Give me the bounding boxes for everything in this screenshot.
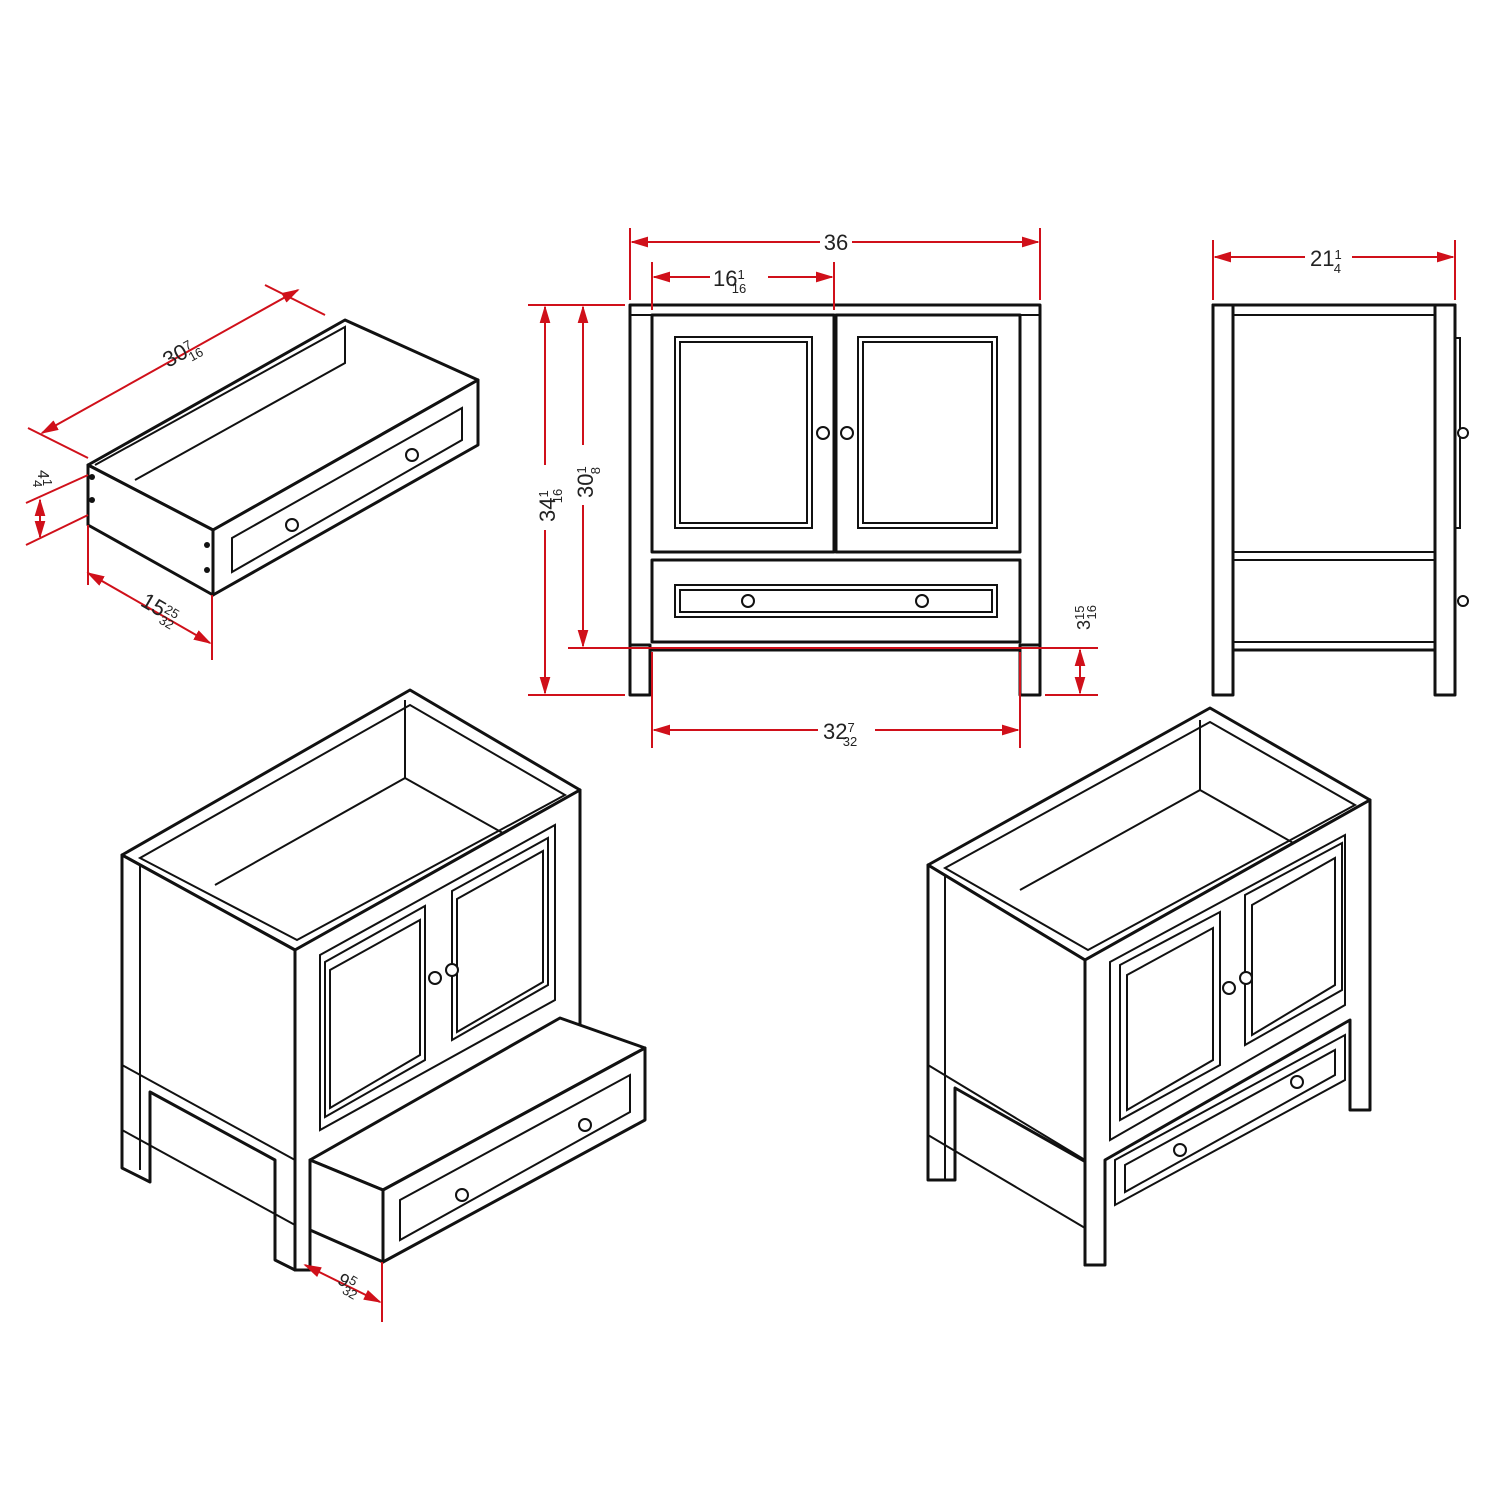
back-leg: [1211, 303, 1235, 697]
drawer-knob: [578, 1118, 592, 1132]
drawer-knob: [1290, 1075, 1304, 1089]
drawer-knob: [285, 518, 299, 532]
drawer-knob: [1173, 1143, 1187, 1157]
front-leg: [1433, 303, 1457, 697]
door-knob: [428, 971, 442, 985]
iso-view-closed: [926, 706, 1372, 1267]
drawer-knob: [741, 594, 755, 608]
side-panel-frame: [1211, 303, 1457, 652]
front-drawer: [650, 558, 1022, 644]
drawer-knob: [455, 1188, 469, 1202]
door-knob: [816, 426, 830, 440]
front-face: [1083, 798, 1372, 1267]
drawer-front-panel: [231, 406, 463, 574]
iso-view-open-drawer: 9532: [120, 688, 647, 1322]
dim-leg-height: 31516: [1072, 605, 1099, 630]
left-door: [650, 313, 836, 554]
door-knob: [445, 963, 459, 977]
right-leg: [1018, 643, 1042, 697]
drawer-knob: [405, 448, 419, 462]
door-knob: [840, 426, 854, 440]
closed-drawer: [1114, 1033, 1346, 1207]
right-door: [834, 313, 1022, 554]
door-knob: [1222, 981, 1236, 995]
drawer-front-face: [211, 378, 480, 597]
dim-drawer-depth: 152532: [135, 588, 184, 633]
left-leg: [628, 643, 652, 697]
drawer-iso-view: 30716 414 152532: [25, 284, 480, 660]
door-knob: [1457, 427, 1469, 439]
dim-overall-height: 34116: [535, 489, 565, 522]
drawer-knob: [915, 594, 929, 608]
door-knob: [1239, 971, 1253, 985]
dim-drawer-extension: 9532: [332, 1267, 366, 1302]
dim-drawer-length: 30716: [158, 332, 205, 376]
dim-body-height: 3018: [573, 466, 603, 498]
dim-overall-width: 36: [824, 230, 848, 255]
dim-drawer-height: 414: [30, 470, 55, 487]
drawer-knob: [1457, 595, 1469, 607]
